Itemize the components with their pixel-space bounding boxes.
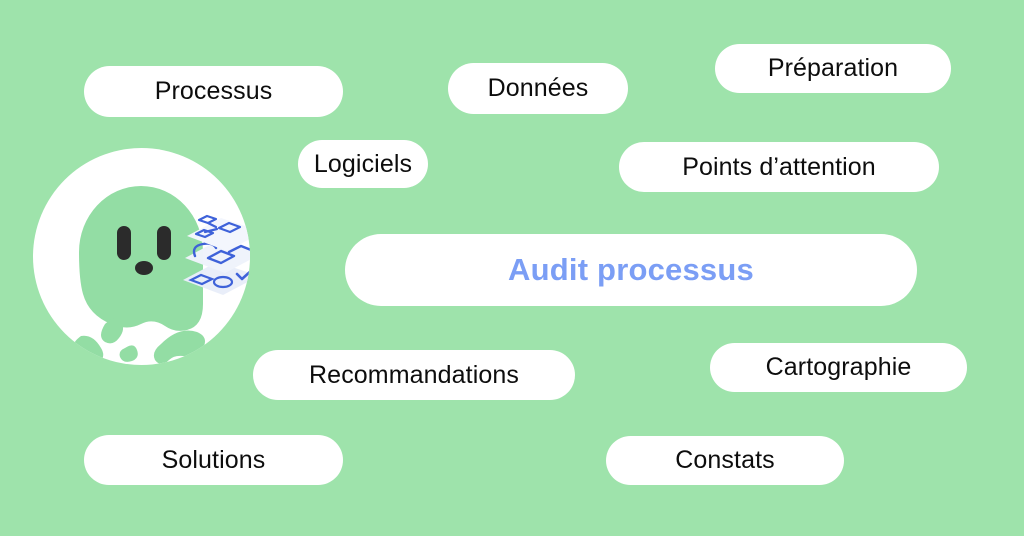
- mascot-drip-2: [119, 345, 138, 362]
- mascot-left-eye: [117, 226, 131, 260]
- pill-label: Constats: [675, 446, 775, 474]
- pill-preparation[interactable]: Préparation: [715, 44, 951, 93]
- node-shape-2-icon: [194, 228, 215, 239]
- diagram-card-top: [187, 214, 250, 251]
- pill-cartographie[interactable]: Cartographie: [710, 343, 967, 392]
- pill-constats[interactable]: Constats: [606, 436, 844, 485]
- pill-processus[interactable]: Processus: [84, 66, 343, 117]
- pill-label: Logiciels: [313, 149, 413, 178]
- pill-label: Préparation: [767, 54, 899, 82]
- connector-lines-icon: [203, 221, 219, 234]
- pill-label: Processus: [154, 77, 273, 105]
- pill-logiciels[interactable]: Logiciels: [298, 140, 428, 188]
- pill-label: Données: [487, 74, 589, 102]
- node-shape-3-icon: [217, 221, 242, 234]
- check-icon: [235, 268, 250, 281]
- pill-points-dattention[interactable]: Points d’attention: [619, 142, 939, 192]
- mascot-right-eye: [157, 226, 171, 260]
- diamond-shape-icon: [188, 273, 215, 286]
- pill-recommandations[interactable]: Recommandations: [253, 350, 575, 400]
- mascot-nose: [135, 261, 153, 275]
- mascot-body: [79, 186, 203, 331]
- pill-audit-processus[interactable]: Audit processus: [345, 234, 917, 306]
- mascot-illustration: [33, 148, 250, 365]
- chevron-shape-icon: [206, 249, 236, 265]
- diagram-card-bottom: [183, 262, 250, 295]
- center-pill-label: Audit processus: [508, 252, 754, 287]
- process-diagram-cards: [183, 214, 250, 295]
- pill-label: Points d’attention: [682, 152, 876, 181]
- mascot-drip-1: [101, 318, 124, 344]
- pill-label: Cartographie: [765, 353, 912, 381]
- pill-solutions[interactable]: Solutions: [84, 435, 343, 485]
- pill-label: Recommandations: [309, 360, 519, 389]
- circle-shape-icon: [212, 275, 234, 289]
- pill-label: Solutions: [161, 445, 266, 474]
- node-shape-1-icon: [197, 214, 218, 225]
- arrow-tip-icon: [227, 244, 250, 254]
- pill-donnees[interactable]: Données: [448, 63, 628, 114]
